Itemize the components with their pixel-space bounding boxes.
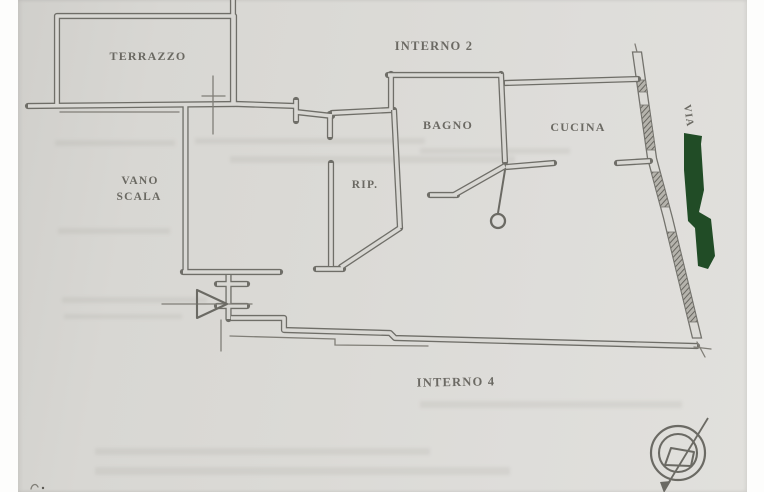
compass-needle-tip <box>660 481 671 492</box>
room-label-vano-scala-line2: SCALA <box>117 191 162 203</box>
smudge <box>95 467 510 475</box>
compass-needle-line <box>665 417 709 488</box>
room-label-terrazzo: TERRAZZO <box>110 49 187 63</box>
entrance-triangle-icon <box>195 288 229 320</box>
bathroom-door-symbol <box>489 169 507 230</box>
room-label-rip: RIP. <box>352 179 378 191</box>
hatched-wall-section <box>666 231 699 323</box>
smudge <box>230 156 515 163</box>
street-marker-redaction <box>684 133 715 269</box>
smudge <box>58 228 170 234</box>
room-label-vano-scala-line1: VANO <box>121 175 158 187</box>
unit-label-interno-4: INTERNO 4 <box>417 374 496 389</box>
lower-step-line <box>229 335 429 347</box>
compass-outer-circle <box>649 424 707 482</box>
room-label-cucina: CUCINA <box>550 120 605 134</box>
north-compass-icon <box>649 417 709 492</box>
street-label-via: VIA <box>681 104 695 128</box>
smudge <box>420 401 682 408</box>
door-leaf-line <box>497 169 506 214</box>
smudge <box>55 140 175 146</box>
smudge <box>62 297 207 303</box>
room-label-bagno: BAGNO <box>423 118 473 132</box>
pen-squiggle <box>30 483 39 490</box>
compass-inner-circle <box>657 432 699 474</box>
corner-extension-line <box>693 346 712 350</box>
hatched-wall-section <box>636 79 648 93</box>
compass-pointer-shape <box>664 447 695 467</box>
bleed-through-smudges <box>55 138 682 475</box>
corner-extension-line <box>696 341 706 358</box>
hatched-wall-section <box>639 104 656 151</box>
wall-tip-line <box>634 43 638 53</box>
smudge <box>95 448 430 455</box>
exterior-street-wall <box>631 43 703 339</box>
pen-dot <box>41 486 45 490</box>
stray-pen-mark <box>30 483 45 490</box>
unit-label-interno-2: INTERNO 2 <box>395 39 474 53</box>
hatched-wall-section <box>650 171 671 208</box>
thin-lines <box>59 75 712 358</box>
smudge <box>195 138 425 144</box>
door-knob-icon <box>489 212 507 230</box>
smudge <box>64 314 182 319</box>
entrance-door-symbol <box>195 288 229 320</box>
labels: TERRAZZO INTERNO 2 BAGNO CUCINA VANO SCA… <box>110 39 696 390</box>
smudge <box>420 148 570 154</box>
